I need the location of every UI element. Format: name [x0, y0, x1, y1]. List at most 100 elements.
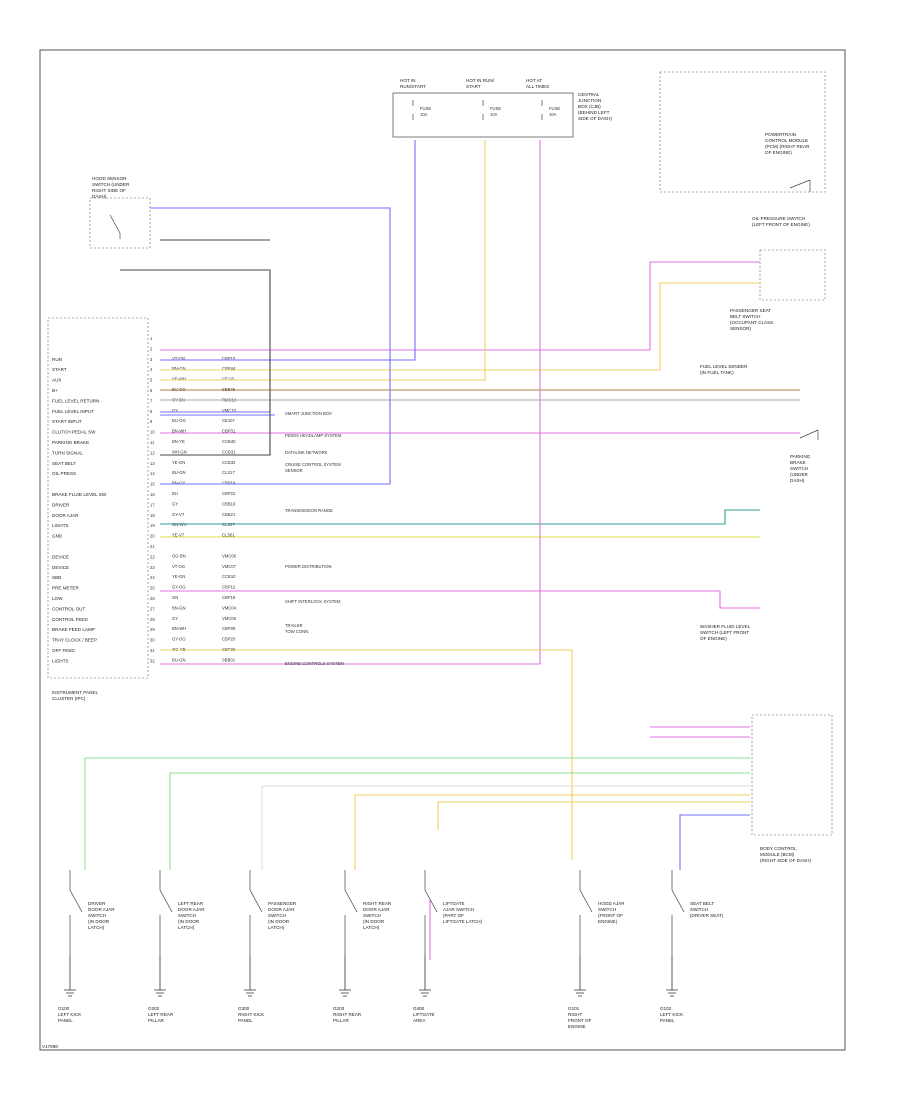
fuse-1: HOT IN RUN/START FUSE 10A: [400, 78, 431, 120]
svg-text:START: START: [466, 84, 481, 89]
switch-contact: [579, 870, 593, 955]
wire-segment: [160, 140, 416, 361]
circuit-id: CCB31: [222, 449, 236, 454]
pin-name: DEVICE: [52, 565, 69, 570]
svg-text:(RIGHT SIDE OF DASH): (RIGHT SIDE OF DASH): [760, 858, 811, 863]
switch-label: SWITCH: [363, 913, 381, 918]
pin-number: 5: [150, 378, 153, 383]
pin-number: 28: [150, 617, 155, 622]
svg-text:SENSOR: SENSOR: [285, 468, 303, 473]
svg-text:(PCM) (RIGHT REAR: (PCM) (RIGHT REAR: [765, 144, 810, 149]
wire-color: GN-WH: [172, 522, 187, 527]
circuit-id: CCB40: [222, 439, 236, 444]
svg-text:(OCCUPANT CLASS.: (OCCUPANT CLASS.: [730, 320, 775, 325]
pin-number: 10: [150, 430, 155, 435]
ground-label: PANEL: [238, 1018, 253, 1023]
wire-segment: [160, 261, 760, 351]
pin-name: BRAKE FLUID LEVEL SW: [52, 492, 107, 497]
circuit-id: CBP22: [222, 491, 236, 496]
pin-name: PRE METER: [52, 586, 79, 591]
circuit-id: CBP12: [222, 585, 236, 590]
wire-segment: [160, 509, 760, 525]
ground-label: PILLAR: [333, 1018, 350, 1023]
pin-number: 13: [150, 461, 155, 466]
pin-name: DRIVER: [52, 502, 70, 507]
pin-name: CONTROL OUT: [52, 606, 85, 611]
pin-number: 6: [150, 388, 153, 393]
circuit-id: CLS17: [222, 470, 235, 475]
svg-text:(IN FUEL TANK): (IN FUEL TANK): [700, 370, 734, 375]
pin-number: 18: [150, 513, 155, 518]
wire-color: GY: [172, 616, 178, 621]
svg-text:10A: 10A: [420, 112, 428, 117]
pin-name: TURN SIGNAL: [52, 450, 83, 455]
switch-label: DOOR AJAR: [178, 907, 205, 912]
svg-text:(LEFT FRONT OF ENGINE): (LEFT FRONT OF ENGINE): [752, 222, 810, 227]
pin-name: SEAT BELT: [52, 461, 76, 466]
circuit-id: VMC04: [222, 605, 237, 610]
wire-segment: [160, 282, 760, 371]
ground-label: LEFT REAR: [148, 1012, 174, 1017]
pin-name: START: [52, 367, 67, 372]
diagram-code: V17998: [42, 1044, 58, 1049]
pin-name: GND: [52, 534, 63, 539]
switch-label: RIGHT REAR: [363, 901, 392, 906]
pin-name: LOW: [52, 596, 63, 601]
ground-label: LEFT KICK: [58, 1012, 82, 1017]
svg-text:BOX (CJB): BOX (CJB): [578, 104, 601, 109]
switch-contact: [159, 870, 173, 955]
pin-number: 20: [150, 534, 155, 539]
hood-sensor-switch: HOOD SENSOR SWITCH (UNDER RIGHT SIDE OF …: [89, 176, 151, 249]
wire-color: WH-GN: [172, 449, 187, 454]
pin-number: 16: [150, 492, 155, 497]
svg-text:DASH): DASH): [92, 194, 107, 199]
wire-color: BN-YE: [172, 439, 185, 444]
switch-label: (IN DOOR: [88, 919, 110, 924]
pin-name: BRAKE FEED LAMP: [52, 627, 95, 632]
svg-text:SHIFT INTERLOCK SYSTEM: SHIFT INTERLOCK SYSTEM: [285, 599, 341, 604]
wire-color: GY: [172, 408, 178, 413]
svg-text:OIL PRESSURE SWITCH: OIL PRESSURE SWITCH: [752, 216, 805, 221]
wire-color: OG-BN: [172, 553, 186, 558]
wire-segment: [169, 772, 750, 870]
svg-text:RIGHT SIDE OF: RIGHT SIDE OF: [92, 188, 126, 193]
wire-color: YE-VT: [172, 533, 185, 538]
wire-color: BU-OG: [172, 418, 186, 423]
switch-label: DOOR AJAR: [268, 907, 295, 912]
pin-number: 25: [150, 586, 155, 591]
ground-label: G203: [333, 1006, 345, 1011]
pin-name: CLUTCH PEDAL SW: [52, 430, 96, 435]
switch-label: SWITCH: [598, 907, 616, 912]
pin-number: 3: [150, 357, 153, 362]
wire-color: VT-OG: [172, 564, 185, 569]
pin-name: RUN: [52, 357, 62, 362]
svg-text:POWERTRAIN: POWERTRAIN: [765, 132, 796, 137]
wire-color: GY: [172, 501, 178, 506]
powertrain-control-module: POWERTRAIN CONTROL MODULE (PCM) (RIGHT R…: [659, 71, 826, 193]
pin-number: 17: [150, 502, 155, 507]
switch-label: PASSENGER: [268, 901, 297, 906]
pin-number: 27: [150, 606, 155, 611]
wire-harness: [84, 140, 800, 960]
ground-label: G202: [148, 1006, 160, 1011]
svg-text:(UNDER: (UNDER: [790, 472, 809, 477]
ground-icon: [244, 955, 256, 997]
svg-text:DASH): DASH): [790, 478, 805, 483]
pin-number: 21: [150, 544, 155, 549]
